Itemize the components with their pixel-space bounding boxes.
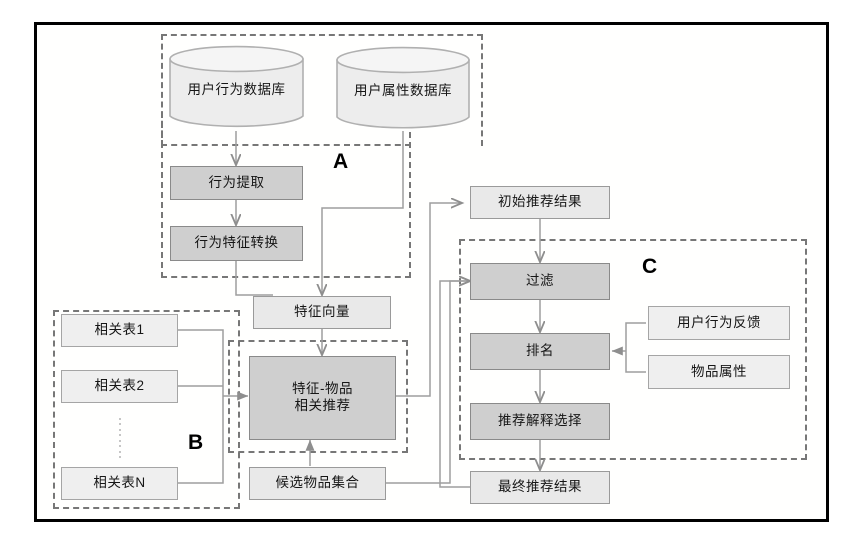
node-feature-vector[interactable]: 特征向量 <box>253 296 391 329</box>
node-behavior-extract[interactable]: 行为提取 <box>170 166 303 200</box>
group-b-dashed-region <box>53 310 240 509</box>
node-final-result[interactable]: 最终推荐结果 <box>470 471 610 504</box>
node-user-behavior-feedback[interactable]: 用户行为反馈 <box>648 306 790 340</box>
node-rank[interactable]: 排名 <box>470 333 610 370</box>
database-user-behavior-label: 用户行为数据库 <box>187 81 286 97</box>
node-related-table-1[interactable]: 相关表1 <box>61 314 178 347</box>
node-behavior-feature-transform[interactable]: 行为特征转换 <box>170 226 303 261</box>
group-a-notch-top <box>161 144 411 146</box>
group-tag-a: A <box>333 150 349 173</box>
database-user-behavior: 用户行为数据库 <box>168 45 305 130</box>
cylinder-shape <box>169 45 304 128</box>
node-feature-item-recommend-line1: 特征-物品 <box>292 381 353 397</box>
group-a-dashed-region <box>161 34 483 146</box>
node-explanation-select[interactable]: 推荐解释选择 <box>470 403 610 440</box>
cylinder-shape <box>336 46 470 129</box>
node-item-attribute[interactable]: 物品属性 <box>648 355 790 389</box>
node-initial-result[interactable]: 初始推荐结果 <box>470 186 610 219</box>
group-a-dashed-region-lower <box>161 112 411 278</box>
node-related-table-n[interactable]: 相关表N <box>61 467 178 500</box>
group-tag-b: B <box>188 431 204 454</box>
node-filter[interactable]: 过滤 <box>470 263 610 300</box>
node-feature-item-recommend[interactable]: 特征-物品 相关推荐 <box>249 356 396 440</box>
node-candidate-item-set[interactable]: 候选物品集合 <box>249 467 386 500</box>
group-tag-c: C <box>642 255 658 278</box>
node-related-table-2[interactable]: 相关表2 <box>61 370 178 403</box>
database-user-attribute: 用户属性数据库 <box>335 46 471 131</box>
node-feature-item-recommend-line2: 相关推荐 <box>294 398 351 413</box>
database-user-attribute-label: 用户属性数据库 <box>354 82 452 98</box>
related-table-ellipsis <box>118 418 121 458</box>
